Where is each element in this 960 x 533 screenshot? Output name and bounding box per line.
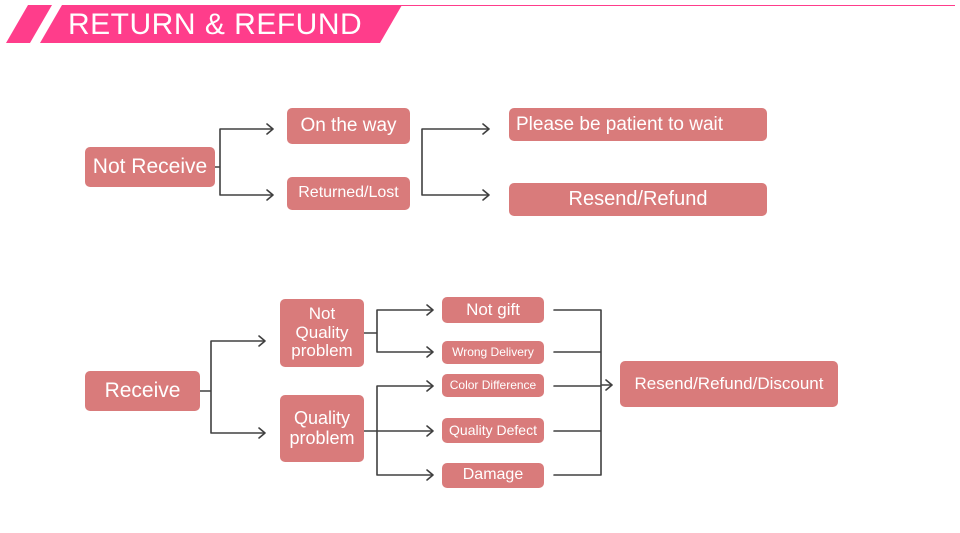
arrowhead-wait: [482, 123, 490, 135]
connector-not-quality: [363, 309, 433, 353]
page-title: RETURN & REFUND: [68, 8, 363, 41]
arrowhead-outcome: [605, 379, 613, 391]
node-on-the-way: On the way: [287, 108, 410, 144]
arrowhead-quality-defect: [426, 425, 434, 437]
node-wrong-delivery: Wrong Delivery: [442, 341, 544, 364]
node-damage: Damage: [442, 463, 544, 488]
node-receive: Receive: [85, 371, 200, 411]
header-ribbon: [6, 5, 52, 43]
arrowhead-returned-lost: [266, 189, 274, 201]
node-not-receive: Not Receive: [85, 147, 215, 187]
connector-collector: [553, 309, 612, 476]
arrowhead-wrong-delivery: [426, 346, 434, 358]
node-not-gift: Not gift: [442, 297, 544, 323]
node-please-wait: Please be patient to wait: [509, 108, 767, 141]
arrowhead-not-gift: [426, 304, 434, 316]
arrowhead-damage: [426, 469, 434, 481]
arrowhead-not-quality: [258, 335, 266, 347]
connector-not-receive: [214, 128, 273, 196]
node-color-difference: Color Difference: [442, 374, 544, 397]
connector-quality: [363, 385, 433, 476]
node-quality-defect: Quality Defect: [442, 418, 544, 443]
header-banner: [6, 5, 955, 43]
node-not-quality-problem: Not Quality problem: [280, 299, 364, 367]
node-resend-refund-discount: Resend/Refund/Discount: [620, 361, 838, 407]
connector-outcomes-top: [421, 128, 489, 196]
connector-receive: [199, 340, 265, 434]
arrowhead-on-the-way: [266, 123, 274, 135]
arrowhead-resend-refund: [482, 189, 490, 201]
node-returned-lost: Returned/Lost: [287, 177, 410, 210]
arrowhead-quality: [258, 427, 266, 439]
arrowhead-color-difference: [426, 380, 434, 392]
header-title-bar: [40, 5, 402, 43]
node-resend-refund: Resend/Refund: [509, 183, 767, 216]
node-quality-problem: Quality problem: [280, 395, 364, 462]
